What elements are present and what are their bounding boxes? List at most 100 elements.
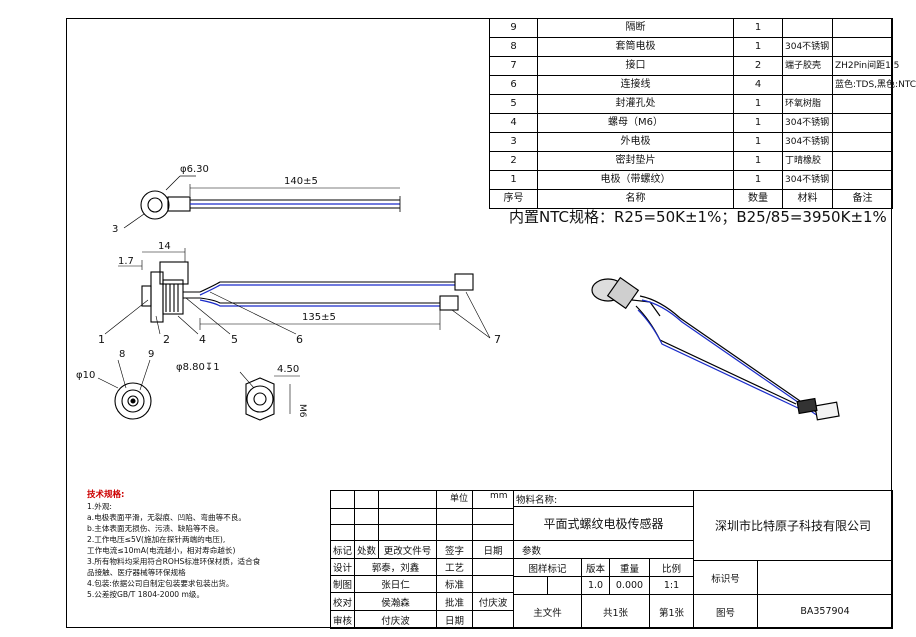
bom-cell-material [782, 18, 833, 38]
bom-cell-name: 密封垫片 [537, 151, 734, 171]
bom-cell-qty: 1 [733, 94, 783, 114]
approve-who: 付庆波 [472, 592, 514, 611]
dim-d10: φ10 [76, 370, 95, 381]
product-info-table: 物料名称: 平面式螺纹电极传感器 参数 图样标记 版本 重量 比例 1.0 0.… [512, 490, 695, 629]
bom-header-row: 序号名称数量材料备注 [489, 189, 893, 209]
bom-cell-no: 2 [489, 151, 538, 171]
bom-cell-no: 6 [489, 75, 538, 95]
note-line: 3.所有物料均采用符合ROHS标准环保材质，适合食 [87, 557, 261, 566]
ring-terminal-view [123, 175, 401, 229]
bom-cell-qty: 1 [733, 37, 783, 57]
date2-label: 日期 [436, 610, 473, 629]
callout-7: 7 [494, 333, 501, 346]
bom-cell-no: 9 [489, 18, 538, 38]
dim-d17: 1.7 [118, 256, 134, 267]
bom-cell-note [832, 37, 893, 57]
scale-label: 比例 [648, 558, 695, 577]
bom-cell-note [832, 132, 893, 152]
bom-cell-qty: 1 [733, 132, 783, 152]
bom-cell-no: 7 [489, 56, 538, 76]
date-label: 日期 [472, 540, 514, 559]
approve-label: 批准 [436, 592, 473, 611]
bom-cell-qty: 1 [733, 170, 783, 190]
note-line: 5.公差按GB/T 1804-2000 m级。 [87, 590, 205, 599]
sensor-end-view [97, 359, 152, 420]
bom-cell-name: 套筒电极 [537, 37, 734, 57]
bom-cell-qty: 2 [733, 56, 783, 76]
bom-cell-material: 304不锈钢 [782, 132, 833, 152]
ntc-spec: 内置NTC规格：R25=50K±1%；B25/85=3950K±1% [509, 208, 887, 226]
bom-cell-name: 隔断 [537, 18, 734, 38]
note-line: b.主体表面无损伤、污渍、缺陷等不良。 [87, 524, 224, 533]
bom-cell-name: 接口 [537, 56, 734, 76]
callout-4: 4 [199, 333, 206, 346]
material-name-label: 物料名称: [512, 490, 695, 507]
callout-1: 1 [98, 333, 105, 346]
nut-end-view [239, 371, 300, 421]
bom-cell-name: 封灌孔处 [537, 94, 734, 114]
dim-l135: 135±5 [302, 312, 336, 323]
note-line: 1.外观: [87, 502, 112, 511]
sensor-side-view [104, 248, 491, 339]
design-label: 设计 [330, 558, 355, 576]
weight-label: 重量 [609, 558, 650, 577]
bom-cell-note: 蓝色:TDS,黑色:NTC [832, 75, 916, 95]
callout-2: 2 [163, 333, 170, 346]
bom-cell-qty: 1 [733, 151, 783, 171]
version-label: 版本 [581, 558, 610, 577]
check-who: 侯瀚森 [354, 592, 437, 611]
bom-cell-name: 外电极 [537, 132, 734, 152]
bom-cell-material: 环氧树脂 [782, 94, 833, 114]
note-line: 工作电流≤10mA(电流越小，相对寿命越长) [87, 546, 236, 555]
note-line: 品接触、医疗器械等环保规格 [87, 568, 186, 577]
bom-cell-note [832, 113, 893, 133]
sheet-no-label: 第1张 [648, 594, 695, 629]
design-who: 郭泰，刘鑫 [354, 558, 437, 576]
bom-cell-note [832, 151, 893, 171]
bom-cell-material: 304不锈钢 [782, 37, 833, 57]
check-label: 校对 [330, 592, 355, 611]
bom-cell-material: 304不锈钢 [782, 170, 833, 190]
bom-cell-material: 端子胶壳 [782, 56, 833, 76]
signoff-table: 标记 处数 更改文件号 签字 日期 设计 郭泰，刘鑫 工艺 制图 张日仁 标准 … [330, 490, 514, 629]
callout-8: 8 [119, 349, 125, 360]
dim-d14: 14 [158, 241, 171, 252]
callout-5: 5 [231, 333, 238, 346]
dim-d880: φ8.80↧1 [176, 362, 220, 373]
bom-cell-qty: 1 [733, 18, 783, 38]
callout-6: 6 [296, 333, 303, 346]
note-line: 2.工作电压≤5V(施加在探针两端的电压), [87, 535, 226, 544]
sign-label: 签字 [436, 540, 473, 559]
bom-cell-no: 8 [489, 37, 538, 57]
bom-cell-no: 4 [489, 113, 538, 133]
drawn-who: 张日仁 [354, 575, 437, 593]
unit-label: 单位 [450, 494, 469, 504]
standard-label: 标准 [436, 575, 473, 593]
param-label: 参数 [512, 540, 695, 559]
bom-cell-qty: 1 [733, 113, 783, 133]
version-value: 1.0 [581, 576, 610, 595]
drawing-no-label: 图号 [693, 594, 758, 629]
mark-label: 标记 [330, 540, 355, 559]
bom-header-note: 备注 [832, 189, 893, 209]
weight-value: 0.000 [609, 576, 650, 595]
sheets-label: 共1张 [581, 594, 650, 629]
audit-who: 付庆波 [354, 610, 437, 629]
callout-3: 3 [112, 224, 118, 235]
dim-d450: 4.50 [277, 364, 299, 375]
callout-9: 9 [148, 349, 154, 360]
bom-cell-no: 3 [489, 132, 538, 152]
note-line: a.电极表面平滑，无裂痕、凹陷、弯曲等不良。 [87, 513, 246, 522]
stage-label: 图样标记 [513, 558, 582, 577]
note-line: 4.包装:依据公司自制定包装要求包装出货。 [87, 579, 234, 588]
